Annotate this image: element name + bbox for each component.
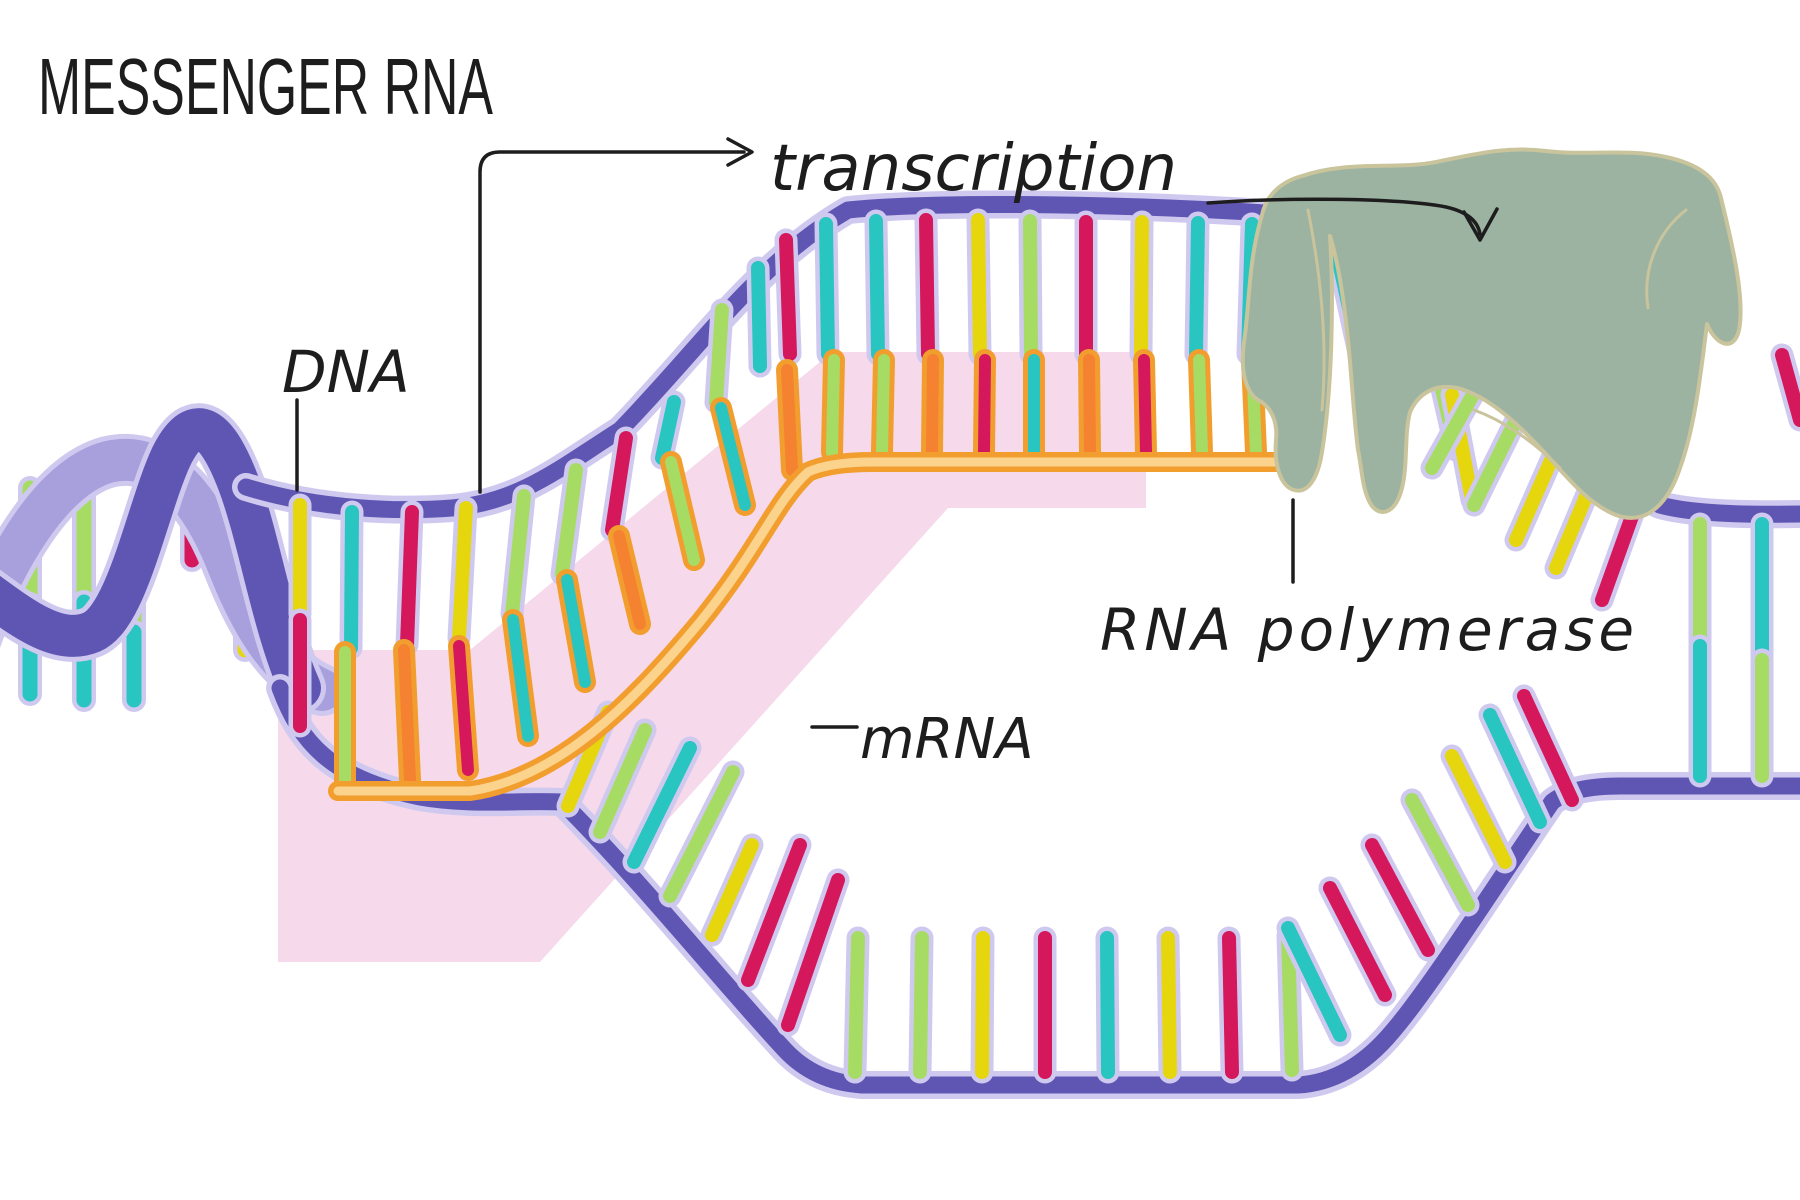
bottom-base-red — [741, 838, 807, 987]
bottom-base-teal — [1483, 708, 1547, 829]
mrna-base-orange — [613, 530, 646, 630]
top-base-green — [505, 489, 531, 621]
top-base-teal — [751, 261, 767, 373]
transcription-bracket-line — [478, 150, 746, 494]
top-base-red — [605, 431, 633, 537]
bottom-base-green — [1281, 929, 1299, 1077]
mrna-backbone-inner — [333, 457, 1313, 796]
bottom-base-teal — [627, 741, 697, 869]
mrna-base-green — [665, 456, 700, 566]
bottom-base-red — [1517, 689, 1579, 807]
top-base-yellow — [452, 501, 473, 645]
polymerase-sketch-line — [1472, 408, 1562, 470]
mrna-base-green — [876, 354, 890, 458]
transcription-down-arrowhead — [1462, 207, 1499, 242]
mrna-base-teal — [715, 402, 751, 511]
bottom-base-yellow — [705, 838, 759, 942]
dna-double-helix — [0, 403, 348, 716]
top-base-green — [709, 303, 729, 409]
polymerase-sketch-line — [1306, 208, 1326, 412]
mrna-base-red — [453, 640, 474, 776]
top-base-red — [779, 233, 797, 361]
dna-label: DNA — [282, 338, 410, 406]
top-base-teal — [344, 505, 359, 655]
transcription-to-polymerase-line — [1206, 197, 1482, 236]
top-base-yellow — [971, 213, 987, 361]
mrna-label: mRNA — [860, 707, 1034, 772]
bottom-base-yellow — [1445, 749, 1512, 869]
bottom-base-green — [663, 765, 740, 903]
top-base-red — [400, 505, 419, 652]
bottom-base-green — [593, 723, 652, 839]
mrna-base-teal — [561, 574, 591, 688]
bottom-base-green — [848, 931, 865, 1079]
top-base-teal — [655, 395, 681, 465]
bottom-base-teal — [1100, 931, 1115, 1079]
polymerase-body — [1240, 147, 1743, 520]
top-base-yellow — [1134, 215, 1149, 361]
mrna-base-red — [978, 354, 991, 458]
bottom-base-green — [913, 931, 929, 1079]
annotation-lines — [295, 137, 1499, 729]
bottom-base-yellow — [1161, 931, 1177, 1079]
mrna-strand — [328, 349, 1318, 801]
polymerase-sketch-line — [1645, 208, 1688, 310]
top-base-green — [555, 463, 583, 581]
mrna-base-orange — [781, 364, 798, 476]
bottom-base-red — [1323, 881, 1392, 1002]
rna-polymerase-label: RNA polymerase — [1100, 596, 1638, 664]
mrna-base-orange — [926, 354, 939, 458]
bottom-base-teal — [1281, 921, 1347, 1042]
bottom-strand-bases — [556, 684, 1584, 1084]
bottom-base-yellow — [975, 931, 990, 1079]
top-base-red — [919, 213, 935, 361]
mrna-base-teal — [507, 614, 534, 742]
bottom-base-red — [1222, 931, 1239, 1079]
top-base-teal — [869, 214, 885, 361]
top-base-green — [1467, 405, 1527, 512]
transcription-right-arrowhead — [726, 137, 754, 167]
mrna-base-orange — [398, 644, 416, 786]
bottom-base-red — [781, 873, 845, 1032]
top-base-red — [1775, 348, 1800, 427]
mrna-base-orange — [1083, 354, 1096, 458]
mrna-base-green — [1193, 354, 1208, 458]
transcription-label: transcription — [770, 132, 1177, 206]
mrna-base-red — [1138, 354, 1152, 458]
bottom-base-red — [1365, 838, 1435, 957]
top-base-teal — [1189, 216, 1205, 361]
top-base-green — [1425, 375, 1487, 475]
rejoined-helix-base-pairs — [1688, 512, 1774, 788]
top-base-teal — [819, 217, 835, 361]
bottom-base-green — [1405, 793, 1475, 912]
mrna-base-green — [826, 354, 840, 458]
page-title: MESSENGER RNA — [38, 42, 493, 131]
top-base-green — [1023, 214, 1038, 361]
rna-polymerase-blob — [1240, 147, 1743, 520]
helix-dark-ribbon — [0, 408, 321, 709]
